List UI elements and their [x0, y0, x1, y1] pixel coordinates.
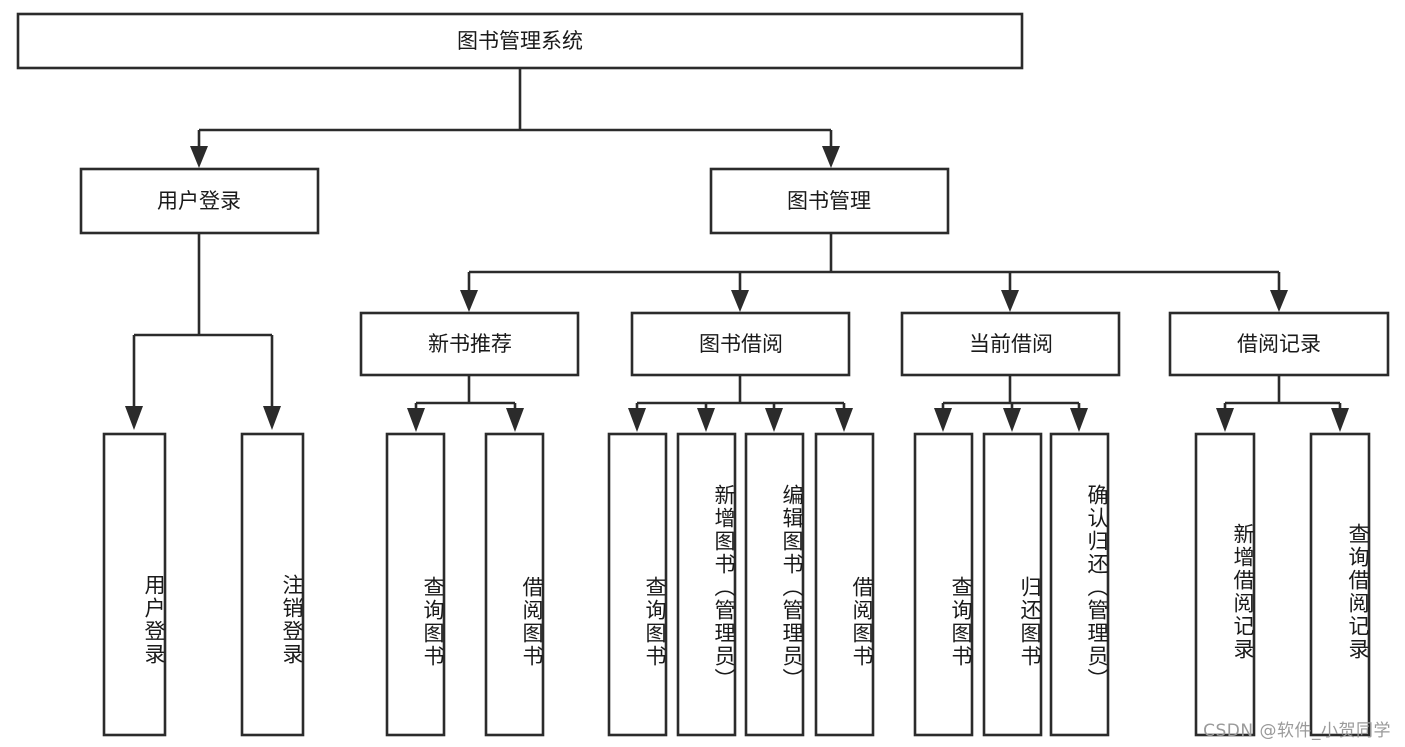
- arrow-head-user-login: [190, 146, 208, 168]
- node-label-new-book-recommend: 新书推荐: [428, 332, 512, 356]
- connector-group-root: [190, 68, 840, 168]
- arrow-head-leaf-user-login: [125, 406, 143, 430]
- leaf-box-user-login[interactable]: [102, 432, 167, 737]
- arrow-head-br-add-record: [1216, 408, 1234, 432]
- node-label-borrow-records: 借阅记录: [1237, 332, 1321, 356]
- node-box-book-manage[interactable]: [709, 167, 950, 235]
- node-label-root: 图书管理系统: [457, 29, 583, 53]
- arrow-head-borrow-records: [1270, 290, 1288, 312]
- arrow-head-new-book: [460, 290, 478, 312]
- connector-group-user-login: [125, 233, 281, 430]
- connector-group-borrow-records: [1216, 375, 1349, 432]
- leaf-box-logout[interactable]: [240, 432, 305, 737]
- node-box-book-borrow[interactable]: [630, 311, 851, 377]
- leaf-box-cb-return-book[interactable]: [982, 432, 1043, 737]
- arrow-head-cb-query-book: [934, 408, 952, 432]
- node-box-user-login[interactable]: [79, 167, 320, 235]
- connector-group-book-manage: [460, 233, 1288, 312]
- arrow-head-cb-return-book: [1003, 408, 1021, 432]
- leaf-box-bb-borrow-book[interactable]: [814, 432, 875, 737]
- arrow-head-bb-borrow-book: [835, 408, 853, 432]
- leaf-box-bb-edit-book[interactable]: [744, 432, 805, 737]
- leaf-box-br-query-record[interactable]: [1309, 432, 1371, 737]
- connector-group-book-borrow: [628, 375, 853, 432]
- arrow-head-br-query-record: [1331, 408, 1349, 432]
- csdn-watermark: CSDN @软件_小贺同学: [1203, 721, 1391, 741]
- node-label-current-borrow: 当前借阅: [969, 332, 1053, 356]
- leaf-box-cb-confirm-return[interactable]: [1049, 432, 1110, 737]
- connector-group-new-book: [407, 375, 524, 432]
- node-label-user-login: 用户登录: [157, 189, 241, 213]
- leaf-box-nb-borrow-book[interactable]: [484, 432, 545, 737]
- arrow-head-bb-edit-book: [765, 408, 783, 432]
- node-label-book-manage: 图书管理: [787, 189, 871, 213]
- leaf-box-br-add-record[interactable]: [1194, 432, 1256, 737]
- arrow-head-book-borrow: [731, 290, 749, 312]
- node-box-new-book-recommend[interactable]: [359, 311, 580, 377]
- leaf-box-bb-query-book[interactable]: [607, 432, 668, 737]
- arrow-head-current-borrow: [1001, 290, 1019, 312]
- node-box-current-borrow[interactable]: [900, 311, 1121, 377]
- leaf-box-nb-query-book[interactable]: [385, 432, 446, 737]
- arrow-head-nb-query-book: [407, 408, 425, 432]
- arrow-head-cb-confirm-return: [1070, 408, 1088, 432]
- node-label-book-borrow: 图书借阅: [699, 332, 783, 356]
- arrow-head-nb-borrow-book: [506, 408, 524, 432]
- arrow-head-bb-add-book: [697, 408, 715, 432]
- connector-group-current-borrow: [934, 375, 1088, 432]
- arrow-head-book-manage: [822, 146, 840, 168]
- node-box-root[interactable]: [16, 12, 1024, 70]
- node-box-borrow-records[interactable]: [1168, 311, 1390, 377]
- arrow-head-bb-query-book: [628, 408, 646, 432]
- arrow-head-leaf-logout: [263, 406, 281, 430]
- leaf-box-bb-add-book[interactable]: [676, 432, 737, 737]
- leaf-box-cb-query-book[interactable]: [913, 432, 974, 737]
